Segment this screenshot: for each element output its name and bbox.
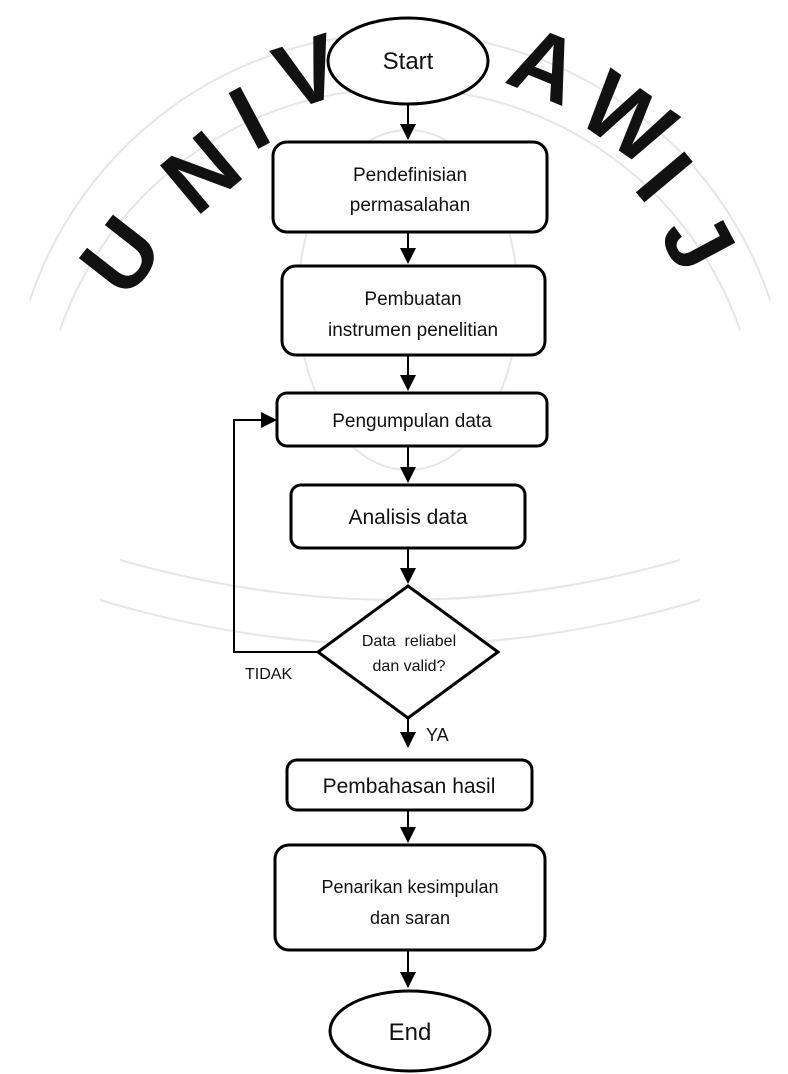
process-pembahasan-label: Pembahasan hasil (323, 775, 496, 798)
arrowhead (400, 732, 416, 748)
process-pembuatan-instrumen: Pembuatan instrumen penelitian (280, 264, 547, 357)
start-label: Start (383, 48, 434, 75)
process-pendefinisian-line2: permasalahan (350, 195, 470, 216)
connectors (233, 104, 416, 988)
edge-label-ya: YA (426, 725, 449, 745)
process-pengumpulan-data: Pengumpulan data (275, 391, 549, 448)
arrowhead (400, 827, 416, 843)
arrowhead (261, 412, 277, 428)
process-pendefinisian-line1: Pendefinisian (353, 165, 467, 186)
arrowhead (400, 375, 416, 391)
arrowhead (400, 568, 416, 584)
process-pendefinisian: Pendefinisian permasalahan (271, 140, 549, 234)
svg-text:J: J (641, 194, 755, 287)
process-penarikan-line2: dan saran (370, 908, 450, 928)
arrow-decision-no-loop (233, 419, 318, 653)
decision-line1: Data reliabel (362, 633, 456, 650)
end-label: End (389, 1019, 432, 1046)
arrowhead (400, 248, 416, 264)
process-pembuatan-line2: instrumen penelitian (328, 320, 498, 341)
process-penarikan-kesimpulan: Penarikan kesimpulan dan saran (273, 843, 547, 952)
start-node: Start (326, 16, 490, 106)
process-pembuatan-line1: Pembuatan (364, 289, 461, 310)
process-pengumpulan-label: Pengumpulan data (332, 411, 492, 432)
process-analisis-label: Analisis data (348, 506, 467, 529)
decision-data-reliabel: Data reliabel dan valid? (315, 584, 501, 720)
arrowhead (400, 972, 416, 988)
arrowhead (400, 467, 416, 483)
svg-text:A: A (495, 6, 595, 125)
process-analisis-data: Analisis data (289, 483, 527, 550)
process-penarikan-line1: Penarikan kesimpulan (321, 877, 498, 897)
end-node: End (328, 989, 492, 1073)
decision-line2: dan valid? (373, 658, 446, 675)
edge-label-tidak: TIDAK (245, 666, 292, 683)
svg-text:U: U (61, 199, 182, 314)
arrowhead (400, 124, 416, 140)
process-pembahasan-hasil: Pembahasan hasil (285, 758, 534, 812)
